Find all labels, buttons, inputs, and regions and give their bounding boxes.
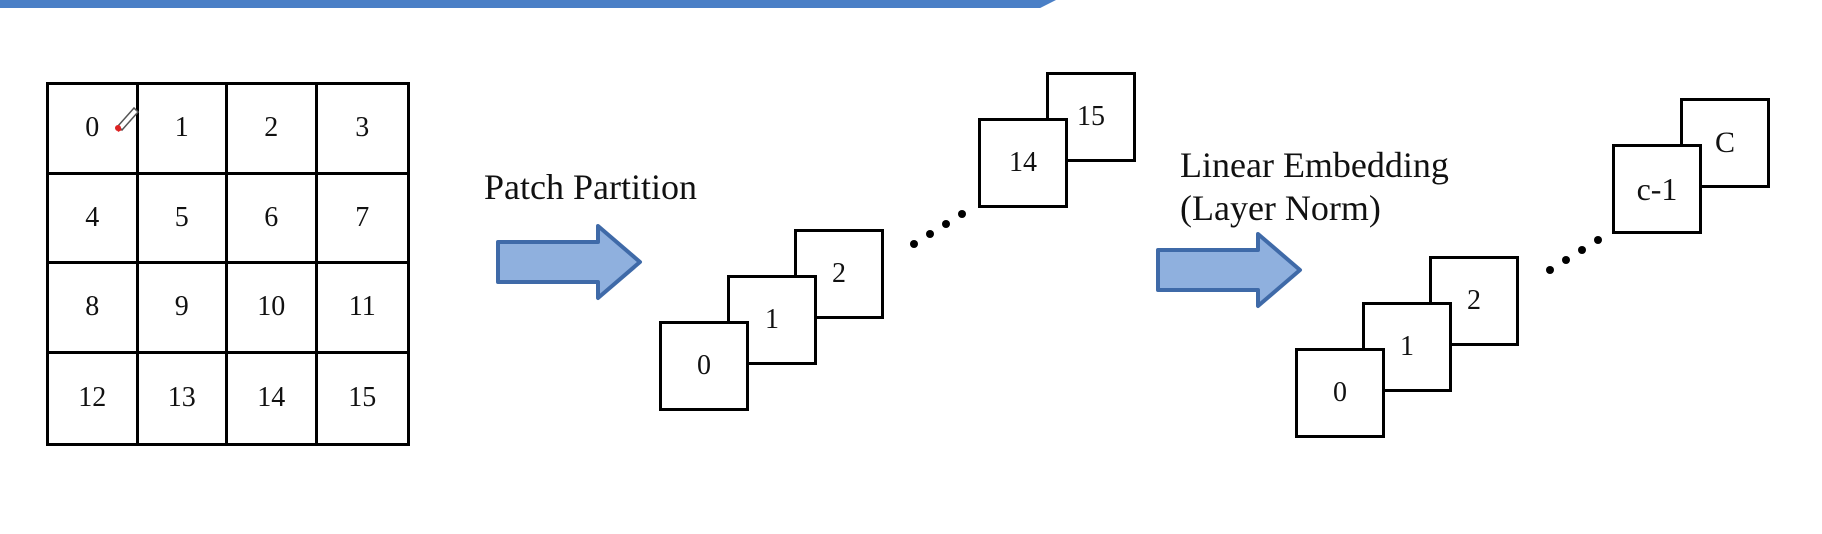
partition-patch-box: 0 <box>659 321 749 411</box>
grid-cell: 15 <box>348 382 377 414</box>
grid-cell: 2 <box>228 85 318 175</box>
grid-cell: 14 <box>228 353 318 443</box>
grid-cell: 7 <box>317 175 407 264</box>
grid-cell: 1 <box>138 85 228 175</box>
embedding-patch-box: 0 <box>1295 348 1385 438</box>
right-arrow-icon <box>1156 232 1302 308</box>
linear-embedding-label: Linear Embedding (Layer Norm) <box>1180 144 1449 230</box>
grid-cell: 5 <box>138 174 228 264</box>
embedding-tail-box: c-1 <box>1612 144 1702 234</box>
embedding-patch-box: 2 <box>1429 256 1519 346</box>
grid-cell: 10 <box>228 264 318 354</box>
grid-cell: 0 <box>49 85 139 175</box>
grid-cell: 8 <box>49 264 139 354</box>
grid-cell: 4 <box>49 174 139 264</box>
patch-partition-label: Patch Partition <box>484 167 697 207</box>
linear-embedding-line1: Linear Embedding <box>1180 145 1449 185</box>
linear-embedding-line2: (Layer Norm) <box>1180 188 1381 229</box>
grid-cell: 6 <box>228 174 318 264</box>
grid-cell: 9 <box>138 264 228 354</box>
ellipsis-dots <box>1546 236 1602 274</box>
pen-cursor-icon <box>115 106 140 132</box>
grid-cell: 11 <box>317 264 407 354</box>
partition-tail-box: 14 <box>978 118 1068 208</box>
grid-cell: 12 <box>49 353 139 443</box>
right-arrow-icon <box>496 224 642 300</box>
grid-cell: 3 <box>317 85 407 175</box>
ellipsis-dots <box>910 210 966 248</box>
top-accent-bar <box>0 0 1056 8</box>
patch-grid: 0 1 2 3 4 5 6 7 8 9 10 11 12 13 14 15 <box>46 82 410 446</box>
partition-tail-box: 15 <box>1046 72 1136 162</box>
grid-cell: 13 <box>139 353 228 443</box>
